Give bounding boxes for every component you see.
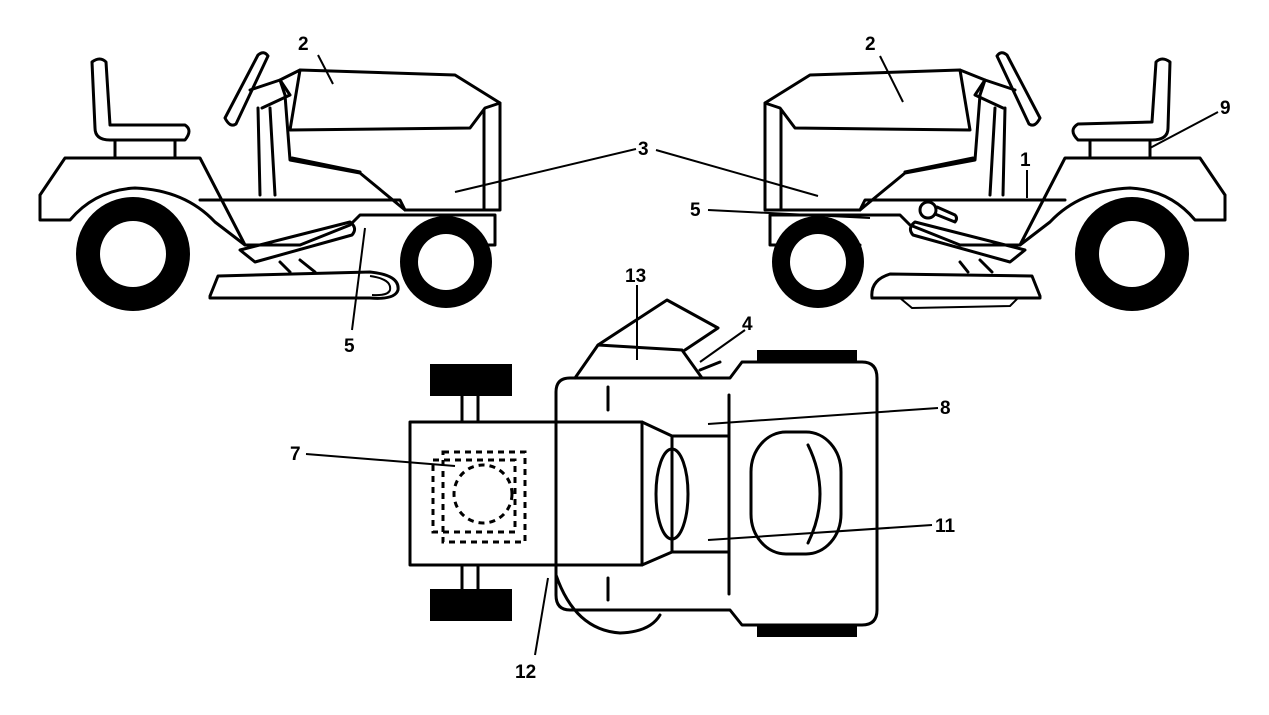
left-seat bbox=[90, 57, 191, 160]
top-view: 13 4 8 7 11 12 bbox=[290, 266, 956, 683]
top-front-axle bbox=[460, 394, 480, 591]
callout-right-9: 9 bbox=[1220, 98, 1231, 119]
top-hood-nose bbox=[640, 420, 674, 567]
right-side-view: 2 5 1 9 bbox=[655, 34, 1231, 311]
leader-left-5 bbox=[351, 227, 366, 331]
callout-left-5: 5 bbox=[344, 336, 355, 357]
right-seat bbox=[1071, 57, 1172, 160]
top-front-tire-upper bbox=[430, 364, 512, 396]
leader-right-2 bbox=[879, 55, 904, 103]
top-discharge-chute bbox=[573, 298, 722, 380]
callout-top-7: 7 bbox=[290, 444, 301, 465]
top-rear-tire-lower bbox=[757, 625, 857, 637]
right-fender bbox=[768, 156, 1227, 247]
leader-top-4 bbox=[699, 329, 746, 363]
left-rear-wheel bbox=[76, 197, 190, 311]
leader-top-7 bbox=[305, 453, 456, 467]
right-steering-wheel bbox=[973, 51, 1042, 197]
top-front-tire-lower bbox=[430, 589, 512, 621]
callout-top-4: 4 bbox=[742, 314, 753, 335]
left-side-view: 2 5 bbox=[38, 34, 637, 357]
leader-right-9 bbox=[1149, 111, 1219, 149]
callout-top-12: 12 bbox=[515, 662, 536, 683]
top-hood bbox=[408, 420, 644, 567]
callout-3: 3 bbox=[638, 139, 649, 160]
right-front-wheel bbox=[772, 216, 864, 308]
callout-top-8: 8 bbox=[940, 398, 951, 419]
right-hood bbox=[763, 68, 987, 212]
leader-left-3 bbox=[454, 148, 637, 193]
right-rear-wheel bbox=[1075, 197, 1189, 311]
leader-top-11 bbox=[707, 524, 933, 541]
top-steering-wheel bbox=[654, 447, 690, 541]
callout-right-1: 1 bbox=[1020, 150, 1031, 171]
callout-right-5: 5 bbox=[690, 200, 701, 221]
leader-top-12 bbox=[534, 577, 549, 656]
top-console bbox=[670, 434, 731, 554]
top-body bbox=[554, 360, 879, 627]
left-front-wheel bbox=[400, 216, 492, 308]
left-pedal bbox=[238, 220, 357, 264]
right-mower-deck bbox=[870, 258, 1042, 310]
callout-top-11: 11 bbox=[935, 516, 956, 537]
right-chassis bbox=[858, 198, 1067, 212]
left-chassis bbox=[198, 198, 407, 212]
left-fender bbox=[38, 156, 497, 247]
top-deck-outline bbox=[554, 573, 662, 635]
callout-top-13: 13 bbox=[625, 266, 646, 287]
callout-left-2: 2 bbox=[298, 34, 309, 55]
callout-right-2: 2 bbox=[865, 34, 876, 55]
left-steering-wheel bbox=[223, 51, 292, 197]
top-rear-tire-upper bbox=[757, 350, 857, 362]
leader-right-5 bbox=[707, 209, 871, 219]
leader-top-8 bbox=[707, 407, 939, 425]
left-hood bbox=[278, 68, 502, 212]
leader-right-3 bbox=[655, 149, 819, 197]
right-ignition-knob bbox=[918, 200, 958, 224]
leader-left-2 bbox=[317, 54, 334, 85]
right-pedal bbox=[908, 220, 1027, 264]
left-mower-deck bbox=[208, 258, 400, 300]
top-engine-outline bbox=[431, 450, 527, 544]
